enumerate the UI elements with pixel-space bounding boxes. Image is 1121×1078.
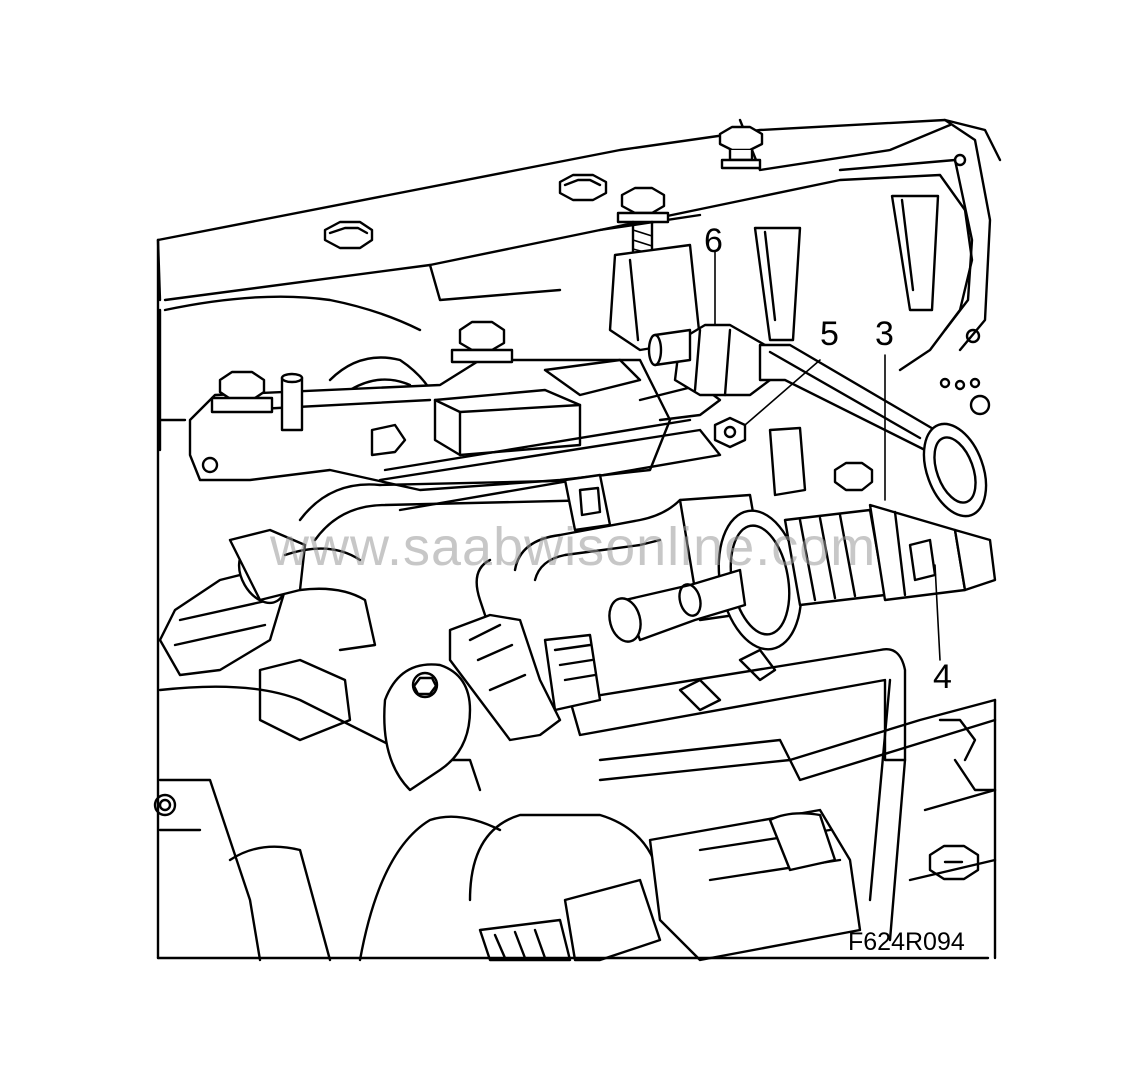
bracket-left (608, 243, 702, 352)
watermark-text: www.saabwisonline.com (269, 517, 876, 577)
engine-block (158, 658, 662, 962)
mounting-plate (838, 153, 991, 416)
idle-valve (648, 808, 862, 962)
bracket-bolt (450, 320, 514, 364)
sensor-part-6 (647, 323, 772, 397)
fuel-rail (378, 383, 722, 512)
figure-code: F624R094 (848, 928, 965, 956)
clip-connector (768, 426, 807, 497)
wiring-connector-middle (448, 613, 602, 742)
cylinder-head (156, 118, 1002, 452)
callout-5: 5 (820, 315, 839, 353)
valve-stem (608, 568, 747, 643)
diaphragm-cover (922, 422, 988, 518)
wiring-plug-left (158, 528, 377, 677)
bracket-bolt (210, 370, 274, 414)
figure-frame (156, 238, 997, 960)
right-bracket (908, 718, 997, 882)
bracket-slot (753, 226, 802, 342)
leader-line-4 (934, 564, 941, 661)
valve-assembly (678, 493, 997, 651)
stud-bolt (616, 186, 670, 257)
head-bolt (718, 125, 764, 170)
pipe-lower (568, 648, 907, 942)
head-bolt (323, 220, 374, 250)
callout-4: 4 (933, 658, 952, 696)
control-module (433, 358, 642, 457)
dowel-pin (280, 372, 304, 432)
callout-6: 6 (704, 222, 723, 260)
harness-rail (598, 648, 997, 782)
small-bolt (833, 461, 874, 492)
bracket-bolt (370, 423, 407, 457)
lower-bolt (153, 793, 177, 817)
connector-clip (563, 473, 612, 532)
vacuum-hose (475, 498, 682, 662)
coolant-hose (298, 478, 602, 542)
head-bolt (558, 173, 608, 202)
leader-line-5 (744, 359, 821, 426)
bracket-slot (890, 194, 940, 312)
bottom-connector (478, 878, 662, 962)
callout-3: 3 (875, 315, 894, 353)
nut-part-5 (713, 416, 747, 449)
